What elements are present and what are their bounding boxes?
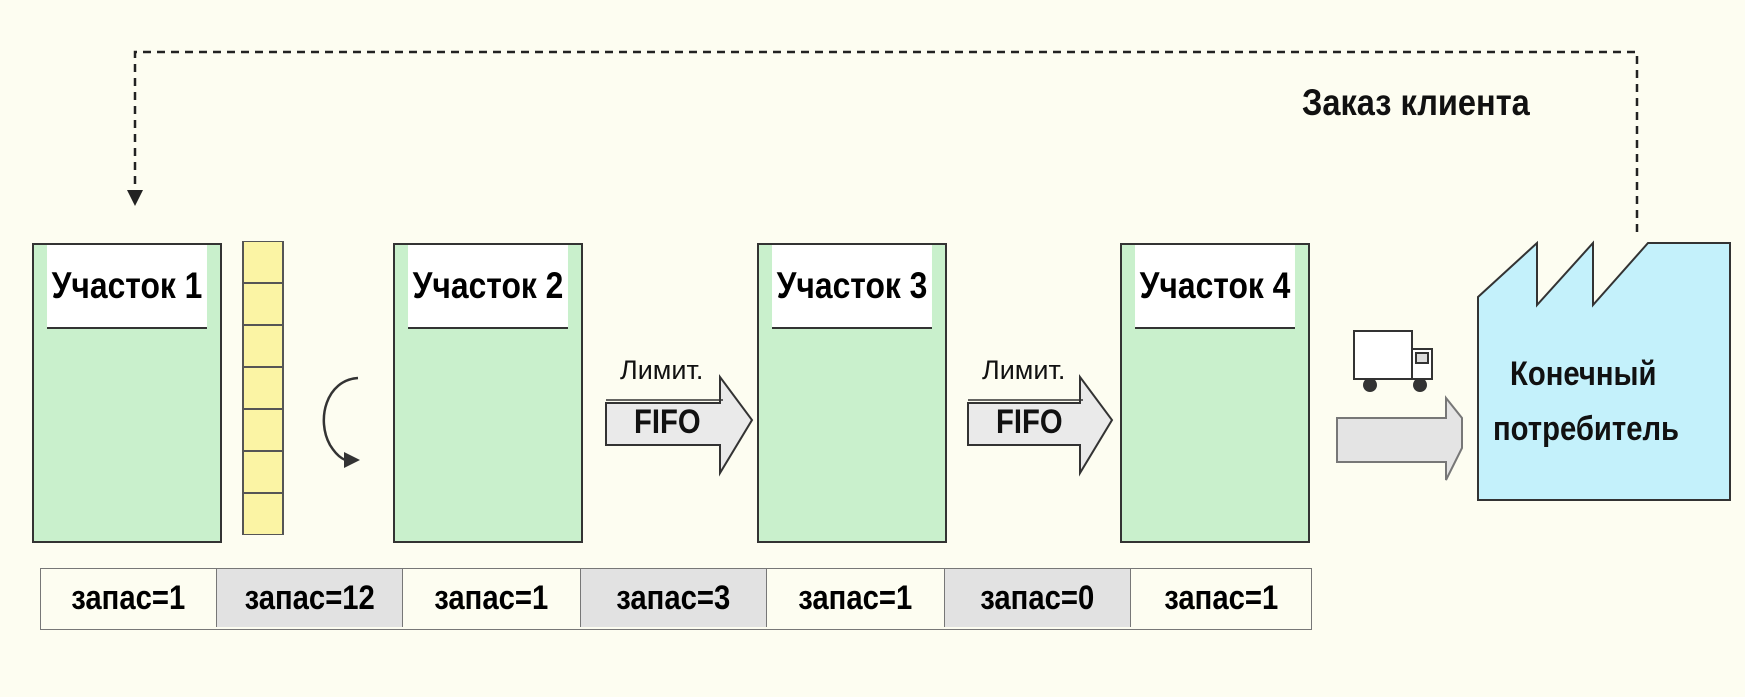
buffer-cell — [242, 493, 284, 535]
fifo-1-limit-label: Лимит. — [620, 355, 703, 386]
feedback-arrowhead — [127, 190, 143, 206]
customer-label-line-2: потребитель — [1493, 410, 1679, 449]
station-2-title: Участок 2 — [408, 245, 568, 329]
station-3-title: Участок 3 — [772, 245, 932, 329]
inventory-buffer — [242, 241, 284, 541]
stock-cell: запас=0 — [945, 569, 1131, 627]
buffer-cell — [242, 241, 284, 283]
stock-cell: запас=1 — [41, 569, 217, 627]
stock-cell: запас=12 — [217, 569, 403, 627]
rotation-icon — [324, 378, 360, 468]
buffer-cell — [242, 409, 284, 451]
stock-cell: запас=1 — [1131, 569, 1311, 627]
truck-icon — [1354, 331, 1432, 391]
stock-cell: запас=1 — [403, 569, 581, 627]
inventory-table: запас=1 запас=12 запас=1 запас=3 запас=1… — [40, 568, 1312, 630]
fifo-2-limit-label: Лимит. — [982, 355, 1065, 386]
customer-order-feedback-line — [135, 52, 1637, 232]
station-4-title: Участок 4 — [1135, 245, 1295, 329]
buffer-cell — [242, 367, 284, 409]
customer-label-line-1: Конечный — [1510, 355, 1656, 394]
buffer-cell — [242, 325, 284, 367]
buffer-cell — [242, 283, 284, 325]
shipment-arrow — [1337, 398, 1462, 480]
station-1-title: Участок 1 — [47, 245, 207, 329]
fifo-1-label: FIFO — [634, 403, 701, 442]
fifo-2-label: FIFO — [996, 403, 1063, 442]
stock-cell: запас=3 — [581, 569, 767, 627]
buffer-cell — [242, 451, 284, 493]
station-1: Участок 1 — [32, 243, 222, 543]
customer-order-label: Заказ клиента — [1302, 82, 1530, 124]
station-3: Участок 3 — [757, 243, 947, 543]
stock-cell: запас=1 — [767, 569, 945, 627]
station-2: Участок 2 — [393, 243, 583, 543]
station-4: Участок 4 — [1120, 243, 1310, 543]
